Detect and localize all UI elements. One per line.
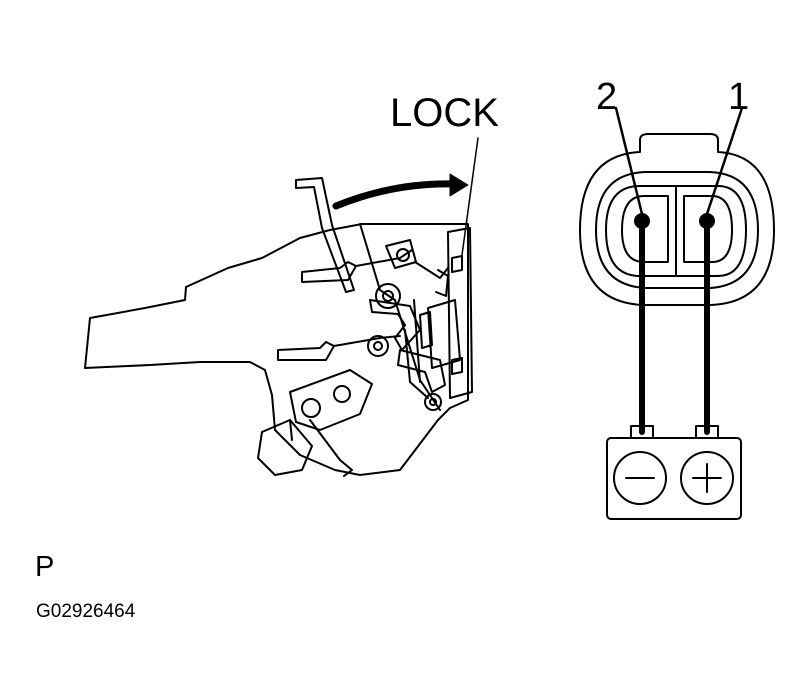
figure-code: G02926464 xyxy=(36,601,136,622)
mounting-plate xyxy=(447,227,473,399)
pin-1-label: 1 xyxy=(728,76,750,118)
positive-terminal-post xyxy=(695,425,719,439)
negative-terminal-post xyxy=(630,425,654,439)
door-lock-assembly xyxy=(84,177,473,477)
lock-reference-line xyxy=(461,137,479,256)
test-leads xyxy=(639,221,710,435)
motor-block xyxy=(427,299,461,369)
cable-connector-block xyxy=(257,419,313,476)
lock-direction-arrow xyxy=(332,137,479,256)
battery-case xyxy=(606,437,742,520)
lock-label: LOCK xyxy=(390,91,499,135)
connector-inner-shell xyxy=(595,171,759,289)
panel-label: P xyxy=(35,551,55,583)
pin-2-label: 2 xyxy=(596,76,618,118)
positive-terminal-icon xyxy=(680,451,734,505)
negative-terminal-icon xyxy=(613,451,667,505)
lower-bracket xyxy=(289,369,373,431)
lock-lever xyxy=(295,177,355,293)
lock-housing-outline xyxy=(84,223,469,476)
motor-connector xyxy=(579,106,775,306)
terminal-cavity xyxy=(605,185,747,277)
battery xyxy=(606,425,742,520)
pin-2-leader-line xyxy=(614,106,644,216)
lower-rod xyxy=(277,341,335,361)
pin-1-leader-line xyxy=(705,106,744,216)
